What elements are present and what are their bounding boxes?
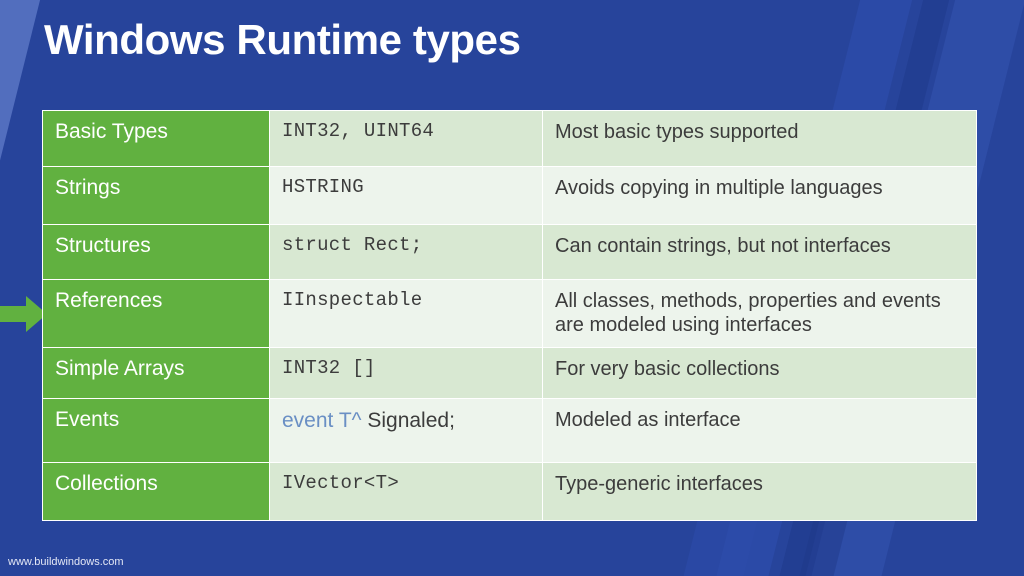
row-label: Basic Types bbox=[42, 110, 270, 167]
table-row: Events event T^ Signaled; Modeled as int… bbox=[42, 397, 977, 463]
footer-url: www.buildwindows.com bbox=[8, 556, 124, 568]
table-row: References IInspectable All classes, met… bbox=[42, 279, 977, 348]
row-description: For very basic collections bbox=[542, 346, 977, 399]
row-code: INT32, UINT64 bbox=[269, 110, 543, 167]
row-code: struct Rect; bbox=[269, 224, 543, 280]
row-description: Most basic types supported bbox=[542, 110, 977, 167]
row-label: Structures bbox=[42, 224, 270, 280]
code-rest: Signaled; bbox=[361, 408, 455, 432]
row-description: Can contain strings, but not interfaces bbox=[542, 224, 977, 280]
row-label: Events bbox=[42, 397, 270, 463]
row-description: Type-generic interfaces bbox=[542, 461, 977, 521]
row-code: HSTRING bbox=[269, 166, 543, 225]
row-label: References bbox=[42, 279, 270, 348]
row-description: Avoids copying in multiple languages bbox=[542, 166, 977, 225]
table-row: Basic Types INT32, UINT64 Most basic typ… bbox=[42, 110, 977, 167]
green-right-arrow-icon bbox=[0, 296, 47, 332]
table-row: Structures struct Rect; Can contain stri… bbox=[42, 224, 977, 280]
row-label: Strings bbox=[42, 166, 270, 225]
row-code: IVector<T> bbox=[269, 461, 543, 521]
row-code: event T^ Signaled; bbox=[269, 397, 543, 463]
row-label: Collections bbox=[42, 461, 270, 521]
code-keyword: event T^ bbox=[282, 408, 362, 432]
row-description: Modeled as interface bbox=[542, 397, 977, 463]
page-title: Windows Runtime types bbox=[44, 16, 521, 63]
table-row: Simple Arrays INT32 [] For very basic co… bbox=[42, 346, 977, 399]
runtime-types-table: Basic Types INT32, UINT64 Most basic typ… bbox=[42, 110, 977, 521]
row-code: IInspectable bbox=[269, 279, 543, 348]
table-row: Strings HSTRING Avoids copying in multip… bbox=[42, 166, 977, 225]
row-description: All classes, methods, properties and eve… bbox=[542, 279, 977, 348]
table-row: Collections IVector<T> Type-generic inte… bbox=[42, 461, 977, 521]
row-label: Simple Arrays bbox=[42, 346, 270, 399]
row-code: INT32 [] bbox=[269, 346, 543, 399]
